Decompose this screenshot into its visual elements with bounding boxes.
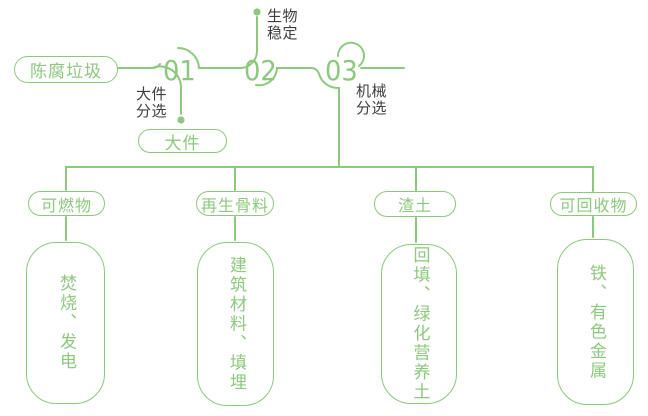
process-label-bio-stabilization: 生物 稳定 bbox=[267, 7, 299, 42]
use-text: 焚烧、发电 bbox=[56, 274, 76, 372]
process-label-bulky-sorting: 大件 分选 bbox=[136, 85, 168, 120]
category-pill-recycled-aggregate: 再生骨料 bbox=[196, 191, 274, 216]
arc-over-03 bbox=[336, 41, 365, 67]
category-pill-combustibles: 可燃物 bbox=[28, 191, 105, 216]
distribution-bar bbox=[65, 166, 594, 192]
use-box-metals: 铁、有色金属 bbox=[557, 239, 634, 405]
branch-main-down bbox=[311, 67, 340, 168]
use-box-backfill-nutrient-soil: 回填、绿化营养土 bbox=[381, 244, 457, 404]
step-number-3: 03 bbox=[325, 54, 358, 87]
use-text: 建筑材料、填埋 bbox=[226, 255, 246, 393]
branch-dot-bulky bbox=[177, 116, 185, 124]
branch-bio-curl bbox=[239, 16, 258, 69]
process-label-mechanical-sorting: 机械 分选 bbox=[356, 82, 388, 117]
arc-over-01 bbox=[177, 46, 241, 69]
category-label: 可燃物 bbox=[40, 195, 92, 215]
category-pill-residue-soil: 渣土 bbox=[374, 191, 456, 217]
category-label: 再生骨料 bbox=[200, 195, 269, 215]
bulky-item-pill: 大件 bbox=[138, 129, 227, 154]
arc-under-02 bbox=[255, 67, 313, 87]
use-box-incineration: 焚烧、发电 bbox=[26, 242, 105, 404]
step-number-2: 02 bbox=[244, 54, 277, 87]
category-label: 可回收物 bbox=[559, 196, 628, 215]
bulky-item-label: 大件 bbox=[164, 133, 201, 154]
source-label: 陈腐垃圾 bbox=[30, 62, 102, 82]
step-number-1: 01 bbox=[163, 54, 196, 87]
use-box-construction-landfill: 建筑材料、填埋 bbox=[197, 242, 274, 406]
branch-bulky-curl bbox=[151, 65, 183, 115]
use-text: 铁、有色金属 bbox=[586, 263, 606, 381]
category-label: 渣土 bbox=[397, 196, 432, 215]
category-pill-recyclables: 可回收物 bbox=[550, 192, 637, 216]
use-text: 回填、绿化营养土 bbox=[409, 246, 430, 402]
source-pill: 陈腐垃圾 bbox=[14, 56, 118, 83]
branch-dot-bio bbox=[253, 8, 261, 16]
